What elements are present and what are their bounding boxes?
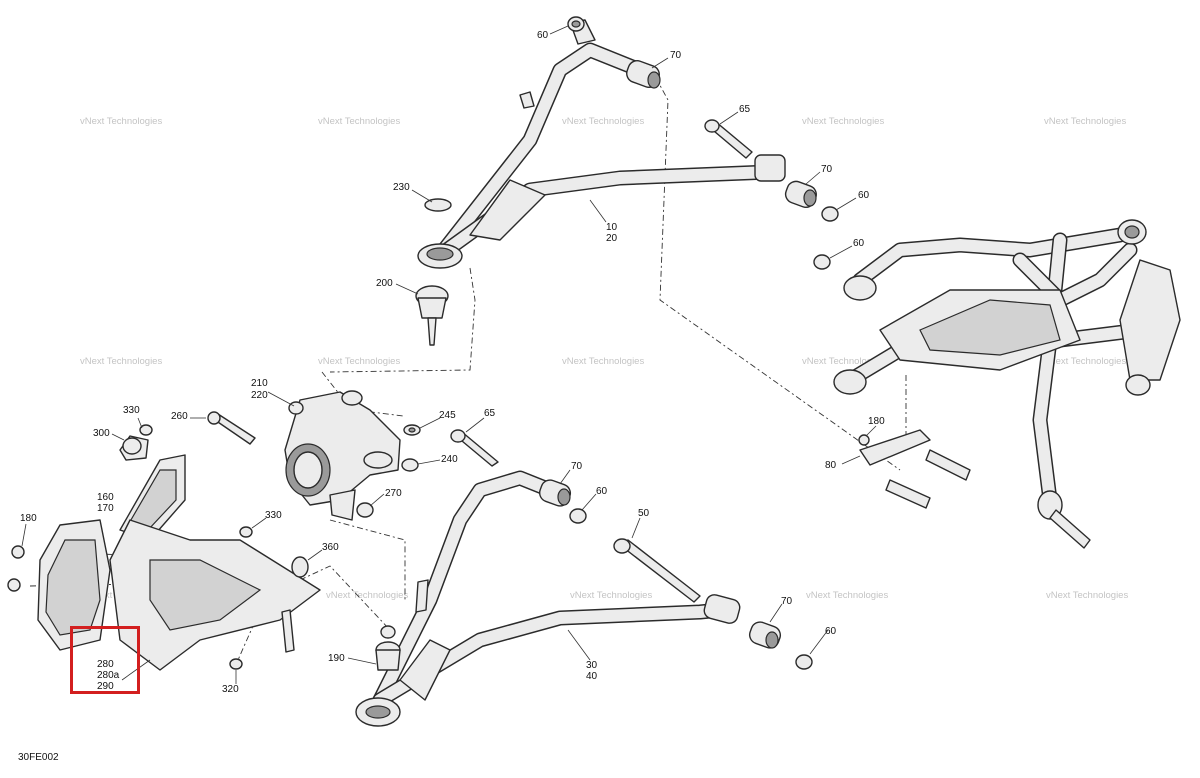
- svg-text:vNext Technologies: vNext Technologies: [1044, 356, 1126, 367]
- lower-hardware: [375, 479, 813, 671]
- callout-50: 50: [638, 508, 650, 519]
- callout-160: 160: [97, 492, 114, 503]
- highlight-box: [70, 626, 140, 694]
- callout-260: 260: [171, 411, 188, 422]
- svg-text:vNext Technologies: vNext Technologies: [806, 590, 888, 601]
- steering-knuckle: [284, 390, 401, 521]
- callout-280a: 280a: [97, 670, 120, 681]
- chassis-assembly: [813, 219, 1181, 549]
- callout-300: 300: [93, 428, 110, 439]
- svg-text:vNext Technologies: vNext Technologies: [80, 356, 162, 367]
- svg-text:vNext Technologies: vNext Technologies: [80, 116, 162, 127]
- diagram-code: 30FE002: [18, 752, 59, 763]
- callout-270: 270: [385, 488, 402, 499]
- leader-lines: [21, 25, 877, 684]
- callout-290: 290: [97, 681, 114, 692]
- svg-text:vNext Technologies: vNext Technologies: [326, 590, 408, 601]
- callout-70: 70: [670, 50, 682, 61]
- knuckle-hardware: [207, 411, 499, 518]
- callout-220: 220: [251, 390, 268, 401]
- svg-text:vNext Technologies: vNext Technologies: [570, 590, 652, 601]
- watermarks: vNext Technologies vNext Technologies vN…: [80, 116, 1128, 601]
- callout-360: 360: [322, 542, 339, 553]
- svg-text:vNext Technologies: vNext Technologies: [562, 116, 644, 127]
- callout-70: 70: [781, 596, 793, 607]
- callout-60: 60: [537, 30, 549, 41]
- callout-245: 245: [439, 410, 456, 421]
- callout-170: 170: [97, 503, 114, 514]
- callout-180: 180: [20, 513, 37, 524]
- callout-70: 70: [821, 164, 833, 175]
- callout-20: 20: [606, 233, 618, 244]
- svg-text:vNext Technologies: vNext Technologies: [802, 116, 884, 127]
- svg-text:vNext Technologies: vNext Technologies: [562, 356, 644, 367]
- callout-320: 320: [222, 684, 239, 695]
- callout-330: 330: [123, 405, 140, 416]
- callout-280: 280: [97, 659, 114, 670]
- callout-230: 230: [393, 182, 410, 193]
- svg-text:vNext Technologies: vNext Technologies: [802, 356, 884, 367]
- callout-240: 240: [441, 454, 458, 465]
- callout-65: 65: [484, 408, 496, 419]
- upper-hardware: [415, 16, 839, 346]
- callout-10: 10: [606, 222, 618, 233]
- lower-a-arm: [355, 470, 741, 727]
- callout-30: 30: [586, 660, 598, 671]
- upper-a-arm: [417, 19, 786, 269]
- svg-text:vNext Technologies: vNext Technologies: [318, 116, 400, 127]
- callout-330: 330: [265, 510, 282, 521]
- callout-60: 60: [596, 486, 608, 497]
- callout-70: 70: [571, 461, 583, 472]
- svg-text:vNext Technologies: vNext Technologies: [1044, 116, 1126, 127]
- callout-80: 80: [825, 460, 837, 471]
- svg-text:vNext Technologies: vNext Technologies: [1046, 590, 1128, 601]
- guards: [7, 424, 321, 671]
- callout-180: 180: [868, 416, 885, 427]
- callout-200: 200: [376, 278, 393, 289]
- svg-text:vNext Technologies: vNext Technologies: [318, 356, 400, 367]
- callouts: 60 70 65 70 60 60 230 10 20 200 210 220 …: [20, 30, 885, 695]
- callout-60: 60: [853, 238, 865, 249]
- callout-190: 190: [328, 653, 345, 664]
- callout-210: 210: [251, 378, 268, 389]
- callout-40: 40: [586, 671, 598, 682]
- callout-60: 60: [858, 190, 870, 201]
- callout-60: 60: [825, 626, 837, 637]
- callout-65: 65: [739, 104, 751, 115]
